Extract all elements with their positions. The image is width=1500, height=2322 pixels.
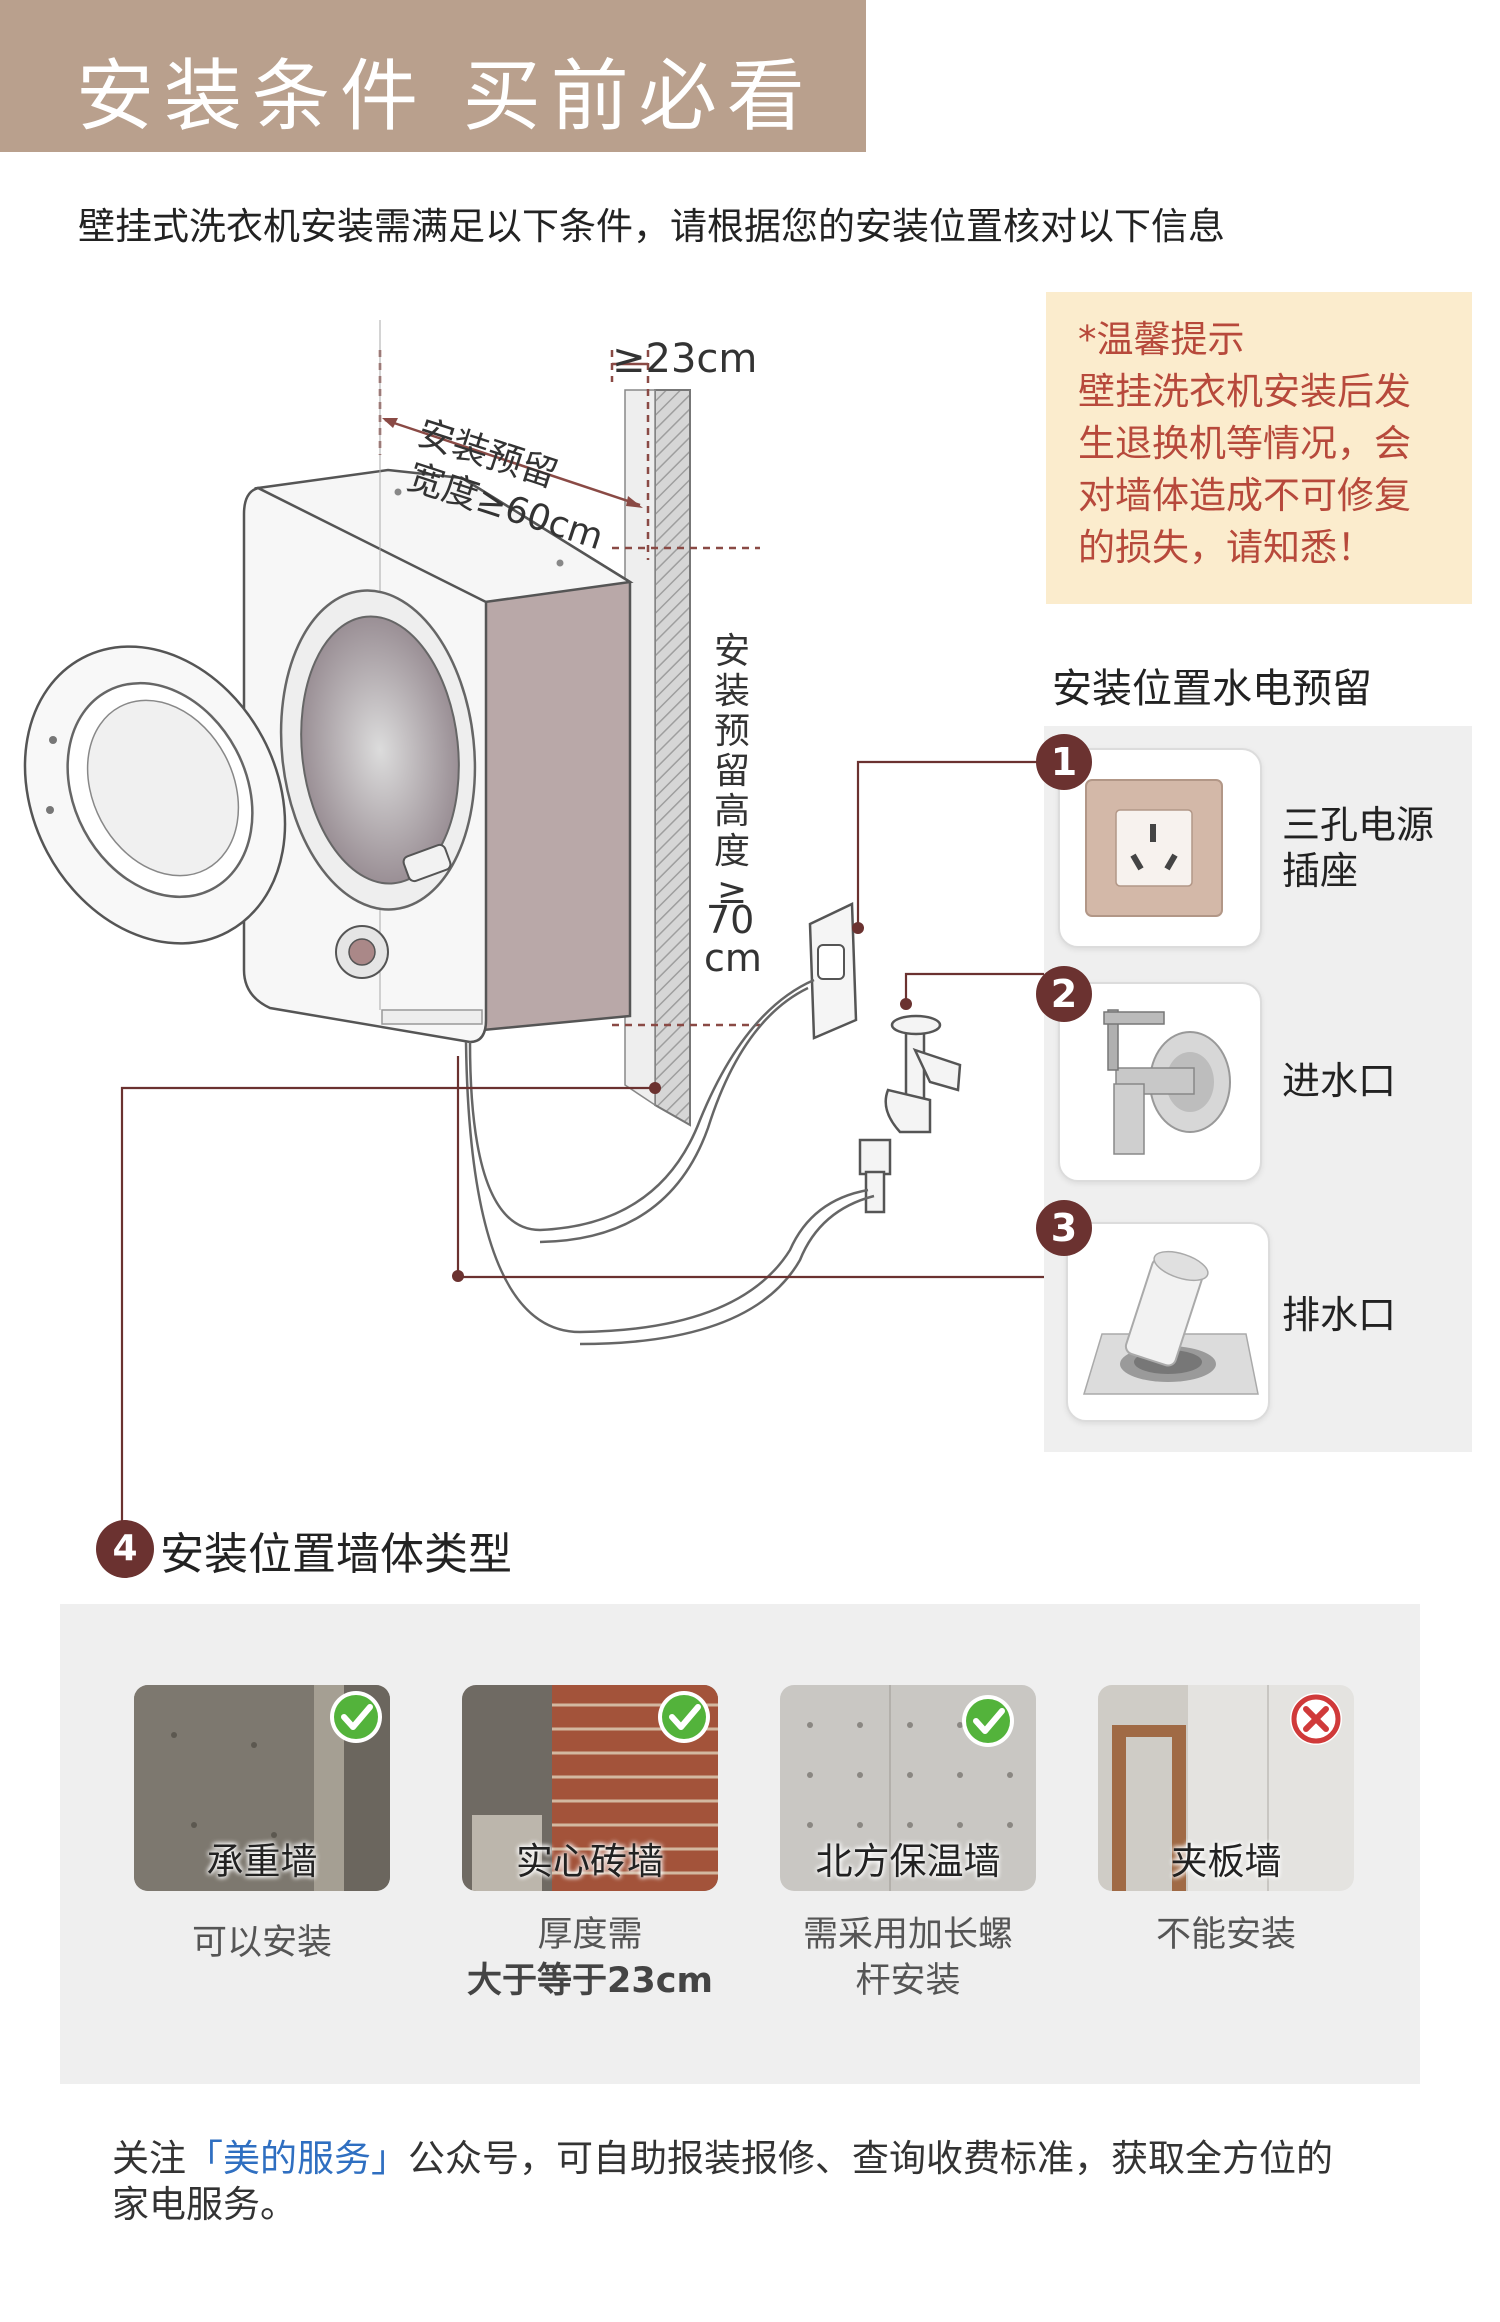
- wall-section-title: 安装位置墙体类型: [160, 1529, 512, 1580]
- wall-name: 夹板墙: [1170, 1840, 1282, 1883]
- item-number-1: 1: [1036, 734, 1092, 790]
- socket-icon: [1085, 779, 1223, 917]
- drain-card: [1066, 1222, 1270, 1422]
- tip-line: 壁挂洗衣机安装后发: [1078, 370, 1411, 413]
- wall-card-brick: 实心砖墙: [462, 1685, 718, 1891]
- drain-label: 排水口: [1282, 1293, 1397, 1337]
- socket-illustration: [808, 902, 858, 1040]
- wall-name: 承重墙: [206, 1840, 318, 1883]
- brick-wall-image: [462, 1685, 718, 1891]
- installation-diagram: [23, 320, 1060, 1542]
- tip-line: 生退换机等情况，会: [1078, 422, 1411, 465]
- wall-desc: 可以安装: [191, 1923, 332, 1963]
- inlet-label: 进水口: [1282, 1059, 1397, 1103]
- tip-line: *温馨提示: [1078, 318, 1245, 361]
- drain-icon: [1082, 1250, 1259, 1395]
- wall-name: 北方保温墙: [815, 1840, 1001, 1883]
- socket-card: [1058, 748, 1262, 948]
- wall-desc: 厚度需 大于等于23cm: [467, 1915, 713, 2001]
- hydro-panel: 1 三孔电源 插座 2 进水口 3 排水口: [1036, 726, 1472, 1452]
- wall-card-insulated: 北方保温墙: [780, 1685, 1036, 1891]
- wall-card-load-bearing: 承重墙: [134, 1685, 390, 1891]
- height-label: 安装 预留 高度 ≥: [713, 631, 750, 912]
- tip-line: 对墙体造成不可修复: [1078, 474, 1411, 517]
- hydro-section-title: 安装位置水电预留: [1052, 666, 1372, 712]
- tip-line: 的损失，请知悉！: [1078, 526, 1374, 569]
- wall-panel: 承重墙 实心砖墙: [60, 1604, 1420, 2084]
- intro-text: 壁挂式洗衣机安装需满足以下条件，请根据您的安装位置核对以下信息: [78, 205, 1225, 248]
- wall-name: 实心砖墙: [516, 1840, 664, 1883]
- wall-desc: 不能安装: [1155, 1915, 1296, 1955]
- insulated-wall-image: [780, 1685, 1036, 1891]
- height-unit: cm: [704, 936, 762, 980]
- socket-label-2: 插座: [1282, 849, 1359, 893]
- washing-machine-illustration: [23, 320, 634, 1044]
- footer-note: 关注「美的服务」公众号，可自助报装报修、查询收费标准，获取全方位的 家电服务。: [112, 2137, 1333, 2226]
- socket-label-1: 三孔电源: [1282, 803, 1435, 847]
- item-number-4: 4: [96, 1520, 154, 1578]
- inlet-card: [1058, 982, 1262, 1182]
- depth-label: ≥23cm: [612, 336, 758, 382]
- tip-box: *温馨提示 壁挂洗衣机安装后发 生退换机等情况，会 对墙体造成不可修复 的损失，…: [1046, 292, 1472, 604]
- hose-lines: [464, 978, 875, 1346]
- faucet-illustration: [858, 1014, 962, 1214]
- concrete-wall-image: [134, 1685, 390, 1891]
- page-title: 安装条件 买前必看: [76, 52, 815, 142]
- wall-card-sandwich: 夹板墙: [1098, 1685, 1354, 1891]
- sandwich-wall-image: [1098, 1685, 1354, 1891]
- item-number-2: 2: [1036, 966, 1092, 1022]
- wall-illustration: [624, 389, 691, 1127]
- height-value: 70: [706, 898, 755, 942]
- service-account-link[interactable]: 「美的服务」: [186, 2137, 408, 2180]
- wall-desc: 需采用加长螺 杆安装: [802, 1915, 1013, 2001]
- header-bar: [0, 0, 866, 152]
- faucet-icon: [1103, 1009, 1231, 1155]
- item-number-3: 3: [1036, 1200, 1092, 1256]
